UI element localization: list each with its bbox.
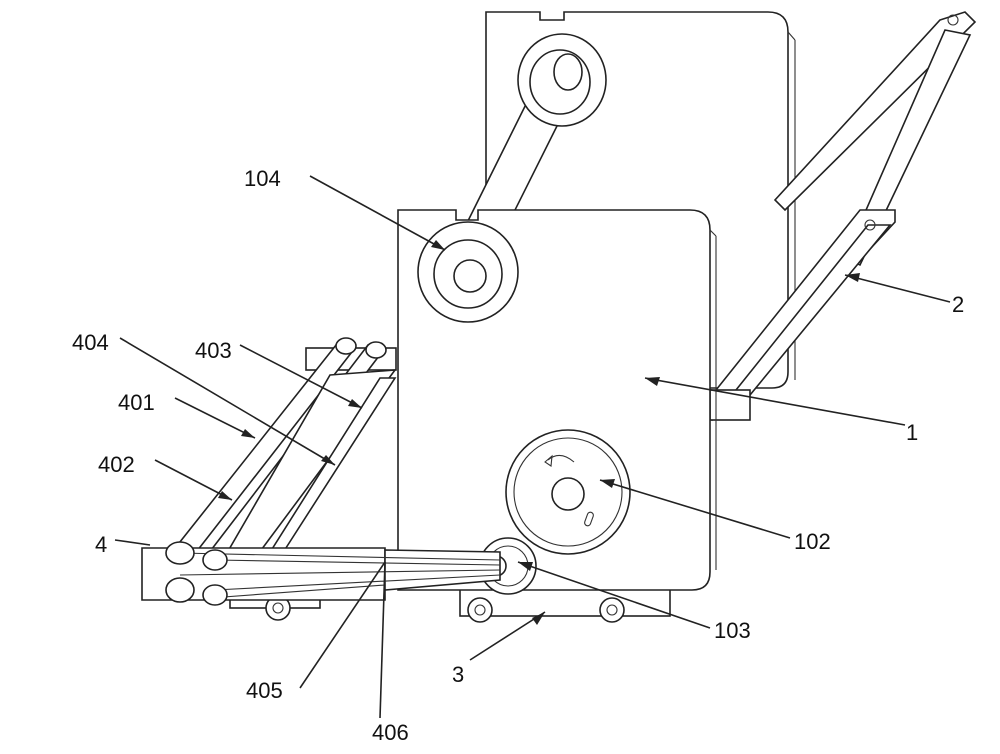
large-gear [505, 429, 631, 555]
feed-roller-assembly [170, 337, 397, 566]
label-401: 401 [118, 390, 155, 415]
label-104: 104 [244, 166, 281, 191]
label-103: 103 [714, 618, 751, 643]
label-403: 403 [195, 338, 232, 363]
label-402: 402 [98, 452, 135, 477]
belt-drive [141, 541, 501, 606]
leader-lines [114, 175, 951, 719]
label-405: 405 [246, 678, 283, 703]
inclined-frame [698, 11, 977, 422]
label-2: 2 [952, 292, 964, 317]
label-404: 404 [72, 330, 109, 355]
label-3: 3 [452, 662, 464, 687]
label-1: 1 [906, 420, 918, 445]
roller-hub [417, 221, 519, 323]
label-4: 4 [95, 532, 107, 557]
label-102: 102 [794, 529, 831, 554]
label-406: 406 [372, 720, 409, 745]
reference-labels: 1 2 3 4 102 103 104 401 402 403 404 405 … [72, 166, 964, 745]
